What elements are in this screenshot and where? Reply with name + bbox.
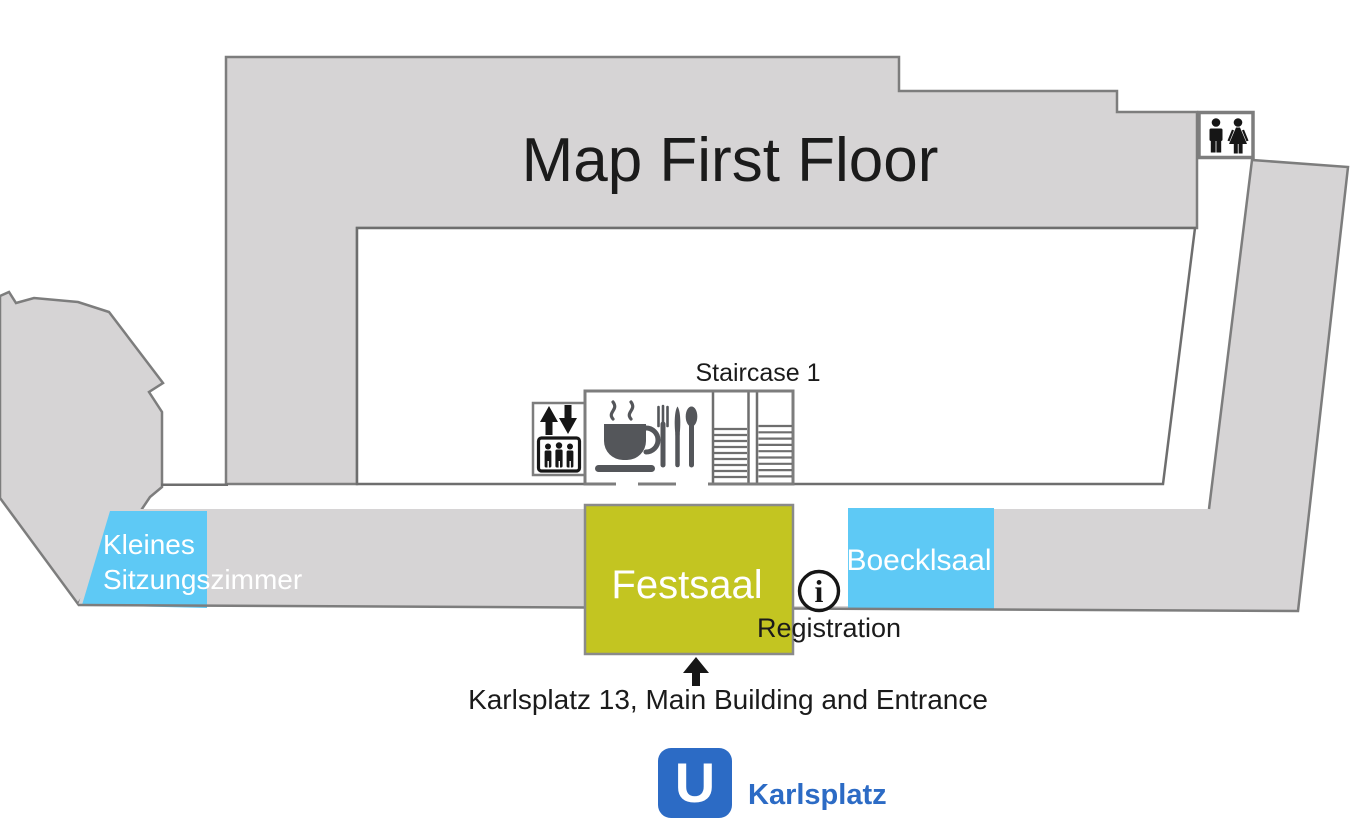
door-gap — [616, 479, 638, 489]
info-symbol: i — [815, 573, 824, 609]
info-icon: i — [797, 569, 841, 613]
festsaal-label: Festsaal — [611, 563, 762, 607]
registration-label: Registration — [757, 613, 901, 643]
room-boecklsaal — [848, 508, 994, 610]
kleines-sitzungszimmer-label-line1: Kleines — [103, 529, 195, 560]
arrow-up-icon — [683, 657, 709, 686]
room-kleines-sitzungszimmer — [82, 511, 207, 608]
elevator-icon — [531, 401, 587, 477]
ubahn-symbol: U — [675, 751, 715, 814]
coffee-cup-icon — [595, 400, 661, 472]
station-label: Karlsplatz — [748, 779, 887, 811]
restroom-icon — [1197, 110, 1255, 160]
cutlery-icon — [657, 404, 698, 468]
ubahn-logo: U — [658, 748, 732, 818]
kleines-sitzungszimmer-label-line2: Sitzungszimmer — [103, 564, 302, 595]
boecklsaal-label: Boecklsaal — [846, 544, 991, 577]
page-title: Map First Floor — [522, 126, 939, 195]
building-top-wing — [224, 55, 1199, 486]
staircase-label: Staircase 1 — [695, 359, 820, 387]
room-festsaal — [583, 503, 795, 656]
door-gap — [676, 479, 708, 489]
entrance-label: Karlsplatz 13, Main Building and Entranc… — [468, 684, 988, 715]
staircase-icon — [711, 392, 792, 483]
building-outline — [77, 158, 1350, 613]
